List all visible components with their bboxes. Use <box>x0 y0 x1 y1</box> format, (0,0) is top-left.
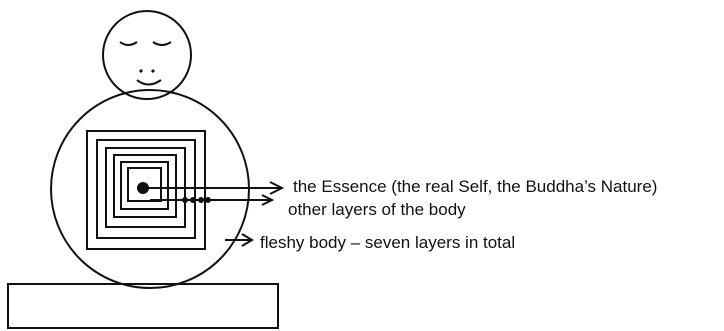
essence-label: the Essence (the real Self, the Buddha’s… <box>293 177 657 196</box>
nose <box>140 70 154 72</box>
essence-pointer <box>143 182 282 194</box>
base-pedestal <box>8 284 278 328</box>
other-layers-label: other layers of the body <box>288 200 466 219</box>
fleshy-body-label: fleshy body – seven layers in total <box>260 233 515 252</box>
head <box>103 11 191 99</box>
smile <box>137 80 161 85</box>
fleshy-body-pointer <box>225 234 252 246</box>
right-closed-eye <box>153 42 171 45</box>
left-closed-eye <box>120 42 137 45</box>
